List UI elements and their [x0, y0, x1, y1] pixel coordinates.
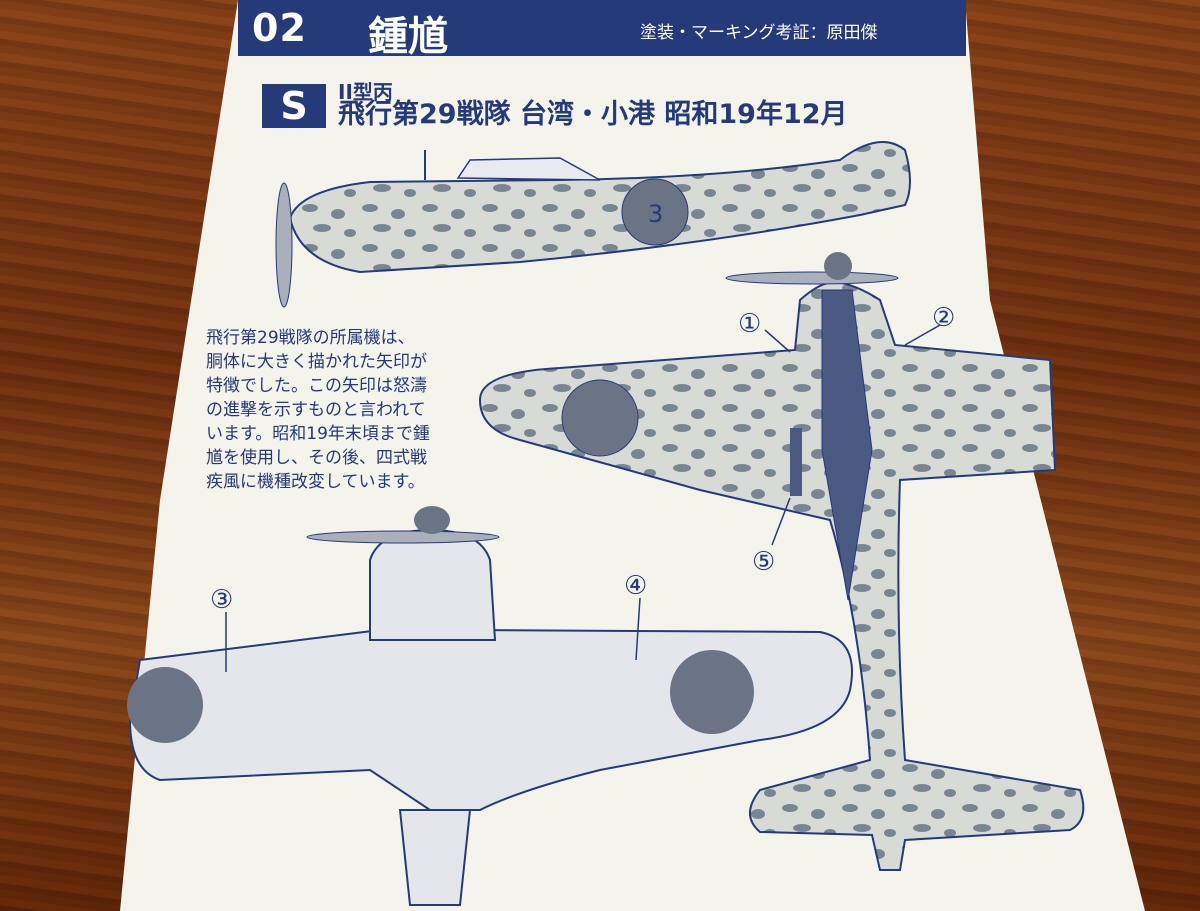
bottom-view-drawing: [127, 506, 853, 906]
credit-text: 塗装・マーキング考証：原田傑: [640, 23, 878, 43]
scheme-letter-badge: S: [262, 84, 326, 128]
unit-caption: 飛行第29戦隊 台湾・小港 昭和19年12月: [338, 99, 848, 130]
description-line: 胴体に大きく描かれた矢印が: [206, 352, 427, 372]
callout-markers: ① ② ③ ④ ⑤: [210, 303, 955, 672]
model-number: 02: [252, 6, 307, 50]
callout-2: ②: [932, 303, 955, 333]
description-text: 飛行第29戦隊の所属機は、 胴体に大きく描かれた矢印が 特徴でした。この矢印は怒…: [206, 326, 506, 494]
description-line: 疾風に機種改変しています。: [206, 472, 425, 492]
variant-label: II型丙: [338, 80, 393, 104]
callout-5: ⑤: [752, 547, 775, 577]
aircraft-name: 鍾馗: [368, 14, 448, 60]
side-profile-drawing: 3: [275, 141, 911, 308]
top-view-drawing: [478, 252, 1085, 871]
description-line: の進撃を示すものと言われて: [206, 400, 426, 420]
description-line: います。昭和19年末頃まで鍾: [206, 424, 430, 444]
description-line: 特徴でした。この矢印は怒濤: [206, 376, 427, 396]
fuselage-number: 3: [648, 200, 663, 228]
callout-4: ④: [624, 571, 647, 601]
callout-1: ①: [738, 309, 761, 339]
title-banner: [238, 0, 966, 56]
callout-3: ③: [210, 585, 233, 615]
description-line: 馗を使用し、その後、四式戦: [206, 448, 427, 468]
description-line: 飛行第29戦隊の所属機は、: [206, 328, 415, 348]
